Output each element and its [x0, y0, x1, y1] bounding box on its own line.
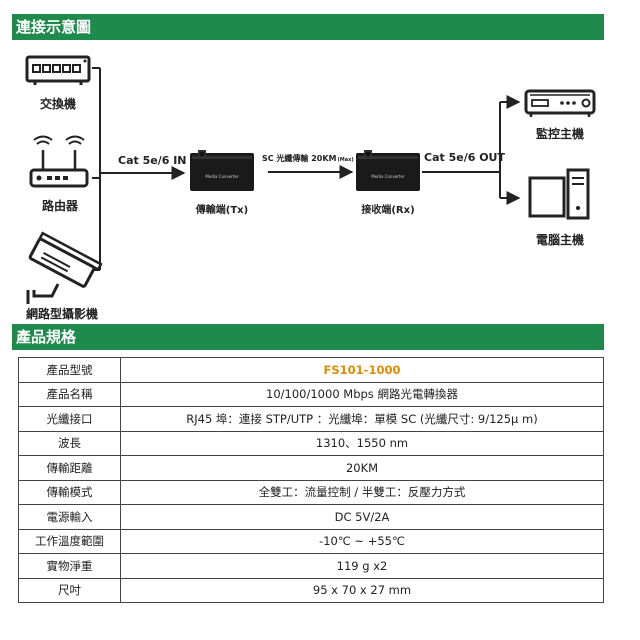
table-row: 尺吋 95 x 70 x 27 mm — [18, 577, 604, 603]
device-label-ip-camera: 網路型攝影機 — [26, 306, 98, 321]
right-connection-lines — [422, 95, 521, 205]
spec-label-distance: 傳輸距離 — [18, 455, 121, 481]
spec-label-dimensions: 尺吋 — [18, 577, 121, 603]
table-row: 實物淨重 119 g x2 — [18, 553, 604, 579]
spec-label-wavelength: 波長 — [18, 430, 121, 456]
spec-label-mode: 傳輸模式 — [18, 479, 121, 505]
section-title-connection: 連接示意圖 — [12, 14, 604, 40]
spec-value-distance: 20KM — [120, 455, 604, 481]
table-row: 光纖接口 RJ45 埠：連接 STP/UTP ：光纖埠：單模 SC (光纖尺寸:… — [18, 406, 604, 432]
spec-value-mode: 全雙工：流量控制 / 半雙工：反壓力方式 — [120, 479, 604, 505]
fiber-max-label: (Max) — [338, 157, 354, 163]
device-label-dvr: 監控主機 — [536, 126, 584, 141]
left-connection-lines — [92, 67, 186, 271]
ip-camera-icon — [26, 231, 103, 304]
table-row: 傳輸距離 20KM — [18, 455, 604, 481]
device-label-router: 路由器 — [42, 198, 79, 213]
device-label-computer: 電腦主機 — [536, 232, 584, 247]
spec-value-dimensions: 95 x 70 x 27 mm — [120, 577, 604, 603]
table-row: 傳輸模式 全雙工：流量控制 / 半雙工：反壓力方式 — [18, 479, 604, 505]
transmitter-label: 傳輸端(Tx) — [195, 203, 248, 216]
computer-icon — [528, 168, 590, 220]
cable-in-label: Cat 5e/6 IN — [118, 154, 187, 167]
device-label-switch: 交換機 — [40, 96, 76, 111]
spec-label-model: 產品型號 — [18, 357, 121, 383]
spec-value-temperature: -10℃ ~ +55℃ — [120, 528, 604, 554]
table-row: 產品型號 FS101-1000 — [18, 357, 604, 383]
spec-label-weight: 實物淨重 — [18, 553, 121, 579]
spec-value-name: 10/100/1000 Mbps 網路光電轉換器 — [120, 381, 604, 407]
dvr-icon — [524, 89, 596, 117]
spec-value-power: DC 5V/2A — [120, 504, 604, 530]
receiver-device-icon — [356, 150, 420, 191]
receiver-label: 接收端(Rx) — [361, 203, 414, 216]
table-row: 產品名稱 10/100/1000 Mbps 網路光電轉換器 — [18, 381, 604, 407]
cable-out-label: Cat 5e/6 OUT — [424, 151, 505, 164]
transmitter-caption: Media Converter — [205, 174, 239, 179]
section-title-specs: 產品規格 — [12, 324, 604, 350]
receiver-caption: Media Converter — [371, 174, 405, 179]
switch-icon — [25, 55, 91, 85]
spec-table: 產品型號 FS101-1000 產品名稱 10/100/1000 Mbps 網路… — [18, 357, 604, 603]
spec-label-temperature: 工作溫度範圍 — [18, 528, 121, 554]
fiber-label: SC 光纖傳輸 20KM(Max) — [262, 153, 354, 163]
transmitter-device-icon — [190, 150, 254, 191]
spec-value-weight: 119 g x2 — [120, 553, 604, 579]
router-icon — [29, 135, 89, 188]
spec-value-interface: RJ45 埠：連接 STP/UTP ：光纖埠：單模 SC (光纖尺寸: 9/12… — [120, 406, 604, 432]
spec-value-wavelength: 1310、1550 nm — [120, 430, 604, 456]
table-row: 波長 1310、1550 nm — [18, 430, 604, 456]
spec-label-interface: 光纖接口 — [18, 406, 121, 432]
table-row: 工作溫度範圍 -10℃ ~ +55℃ — [18, 528, 604, 554]
connection-diagram: 交換機 路由器 網路型攝影機 Cat 5e/6 IN — [25, 55, 596, 321]
table-row: 電源輸入 DC 5V/2A — [18, 504, 604, 530]
spec-value-model: FS101-1000 — [120, 357, 604, 383]
spec-label-power: 電源輸入 — [18, 504, 121, 530]
spec-label-name: 產品名稱 — [18, 381, 121, 407]
